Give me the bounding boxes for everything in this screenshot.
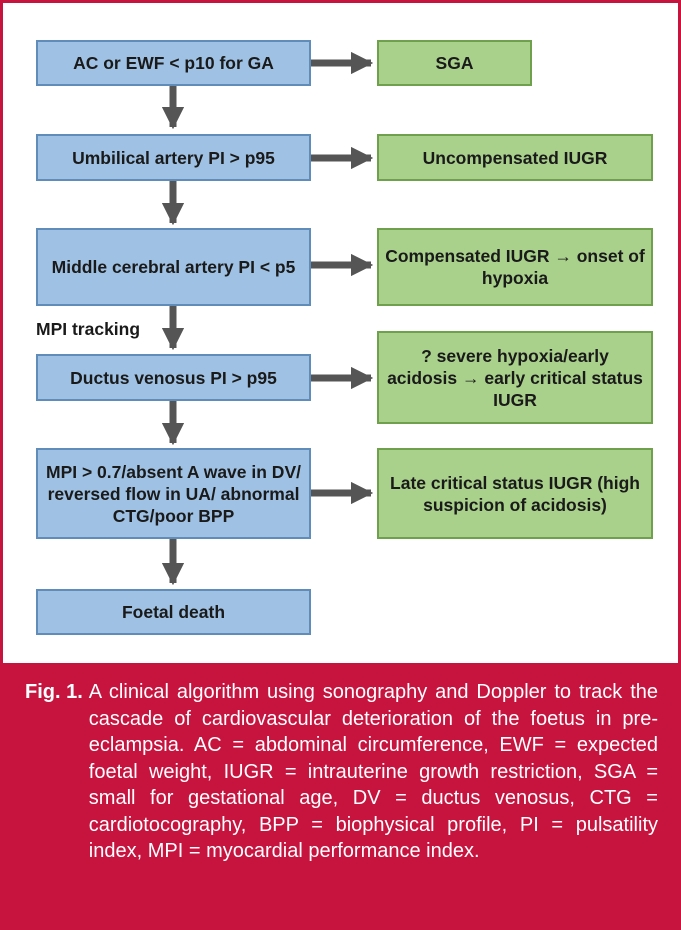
outcome-compensated-iugr: Compensated IUGR → onset of hypoxia [377,228,653,306]
figure-label: Fig. 1. [25,681,83,703]
step-umbilical-artery: Umbilical artery PI > p95 [36,134,311,181]
mpi-tracking-label: MPI tracking [36,319,141,339]
step-foetal-death: Foetal death [36,589,311,635]
step-fetal-growth-label: AC or EWF < p10 for GA [73,53,274,73]
step-middle-cerebral-artery: Middle cerebral artery PI < p5 [36,228,311,306]
outcome-late-critical-iugr-label: Late critical status IUGR (high suspicio… [390,472,640,515]
step-umbilical-artery-label: Umbilical artery PI > p95 [72,147,275,168]
step-mpi-criteria: MPI > 0.7/absent A wave in DV/ reversed … [36,448,311,539]
step-ductus-venosus-label: Ductus venosus PI > p95 [70,367,277,388]
flowchart-arrows [161,51,374,586]
step-ductus-venosus: Ductus venosus PI > p95 [36,354,311,401]
figure-caption-text: A clinical algorithm using sonography an… [88,681,658,862]
step-middle-cerebral-artery-label: Middle cerebral artery PI < p5 [51,257,296,277]
outcome-uncompensated-iugr: Uncompensated IUGR [377,134,653,181]
outcome-compensated-iugr-label: Compensated IUGR → onset of hypoxia [385,246,645,288]
outcome-uncompensated-iugr-label: Uncompensated IUGR [422,147,608,168]
outcome-late-critical-iugr: Late critical status IUGR (high suspicio… [377,448,653,539]
step-mpi-criteria-label: MPI > 0.7/absent A wave in DV/ reversed … [46,461,301,526]
flowchart: AC or EWF < p10 for GA Umbilical artery … [3,3,678,663]
outcome-early-critical-iugr: ? severe hypoxia/early acidosis → early … [377,331,653,424]
figure-caption: Fig. 1. A clinical algorithm using sonog… [3,663,678,927]
outcome-sga: SGA [377,40,532,86]
step-fetal-growth: AC or EWF < p10 for GA [36,40,311,86]
outcome-early-critical-iugr-label: ? severe hypoxia/early acidosis → early … [387,345,643,410]
outcome-sga-label: SGA [435,53,474,73]
step-foetal-death-label: Foetal death [121,602,226,622]
